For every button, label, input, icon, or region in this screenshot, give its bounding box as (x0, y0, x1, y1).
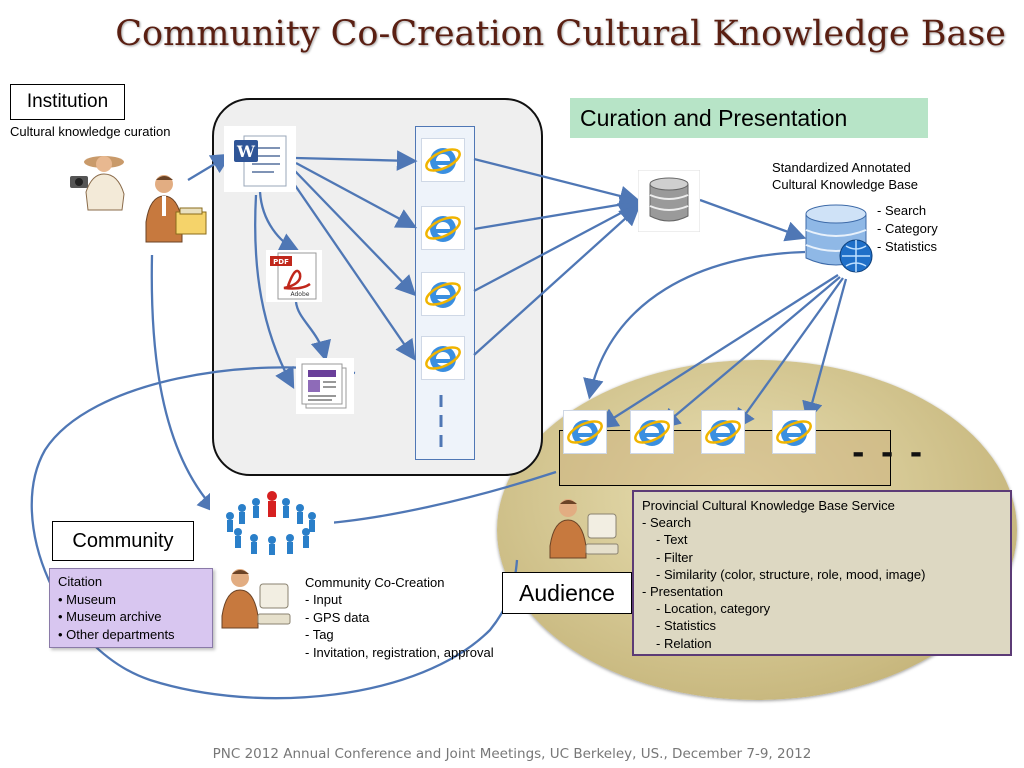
cocreation-item-invitation: - Invitation, registration, approval (305, 644, 494, 660)
svg-text:W: W (236, 142, 256, 161)
photographer-person-icon (70, 156, 125, 211)
globe-database-icon (805, 204, 873, 273)
citation-item-museum: • Museum (58, 591, 117, 607)
internet-explorer-icon (630, 410, 674, 454)
citation-title: Citation (58, 574, 103, 589)
person-at-computer-icon (221, 569, 291, 629)
person-at-computer-icon (549, 499, 619, 559)
cocreation-item-gps: - GPS data (305, 609, 370, 625)
service-line-search: - Search (642, 515, 692, 531)
arrow-institution-to-community (150, 254, 219, 514)
service-line-location: - Location, category (656, 601, 771, 617)
service-line-text: - Text (656, 532, 688, 548)
internet-explorer-icon (563, 410, 607, 454)
audience-label: Audience (502, 572, 632, 614)
service-line-statistics: - Statistics (656, 618, 716, 634)
internet-explorer-icon (421, 272, 465, 316)
service-title: Provincial Cultural Knowledge Base Servi… (642, 498, 895, 513)
service-description-box: Provincial Cultural Knowledge Base Servi… (632, 490, 1012, 656)
knowledge-base-label-line2: Cultural Knowledge Base (772, 177, 918, 192)
word-document-icon: W (224, 126, 296, 192)
service-line-presentation: - Presentation (642, 584, 723, 600)
page-title: Community Co-Creation Cultural Knowledge… (115, 14, 1006, 54)
service-line-relation: - Relation (656, 635, 712, 651)
institution-subtitle: Cultural knowledge curation (10, 124, 171, 139)
feature-category: - Category (877, 221, 938, 236)
svg-text:PDF: PDF (273, 258, 289, 266)
svg-text:Adobe: Adobe (291, 291, 310, 298)
cocreation-title: Community Co-Creation (305, 575, 445, 590)
database-icon (638, 170, 700, 232)
more-portals-dashes: - - - (852, 436, 926, 471)
institution-label: Institution (10, 84, 125, 120)
feature-statistics: - Statistics (877, 239, 937, 254)
service-line-similarity: - Similarity (color, structure, role, mo… (656, 566, 926, 582)
internet-explorer-icon (701, 410, 745, 454)
community-label: Community (52, 521, 194, 561)
knowledge-base-label: Standardized Annotated Cultural Knowledg… (772, 159, 918, 193)
arrow-institution-to-doc (187, 153, 232, 181)
citation-item-departments: • Other departments (58, 626, 175, 642)
feature-search: - Search (877, 203, 927, 218)
citation-box: Citation • Museum • Museum archive • Oth… (49, 568, 213, 648)
service-line-filter: - Filter (656, 549, 693, 565)
cocreation-item-input: - Input (305, 592, 342, 608)
curator-person-icon (145, 175, 207, 243)
arrow-audience-to-community (311, 470, 557, 534)
community-cocreation-list: Community Co-Creation - Input - GPS data… (305, 574, 494, 661)
citation-item-archive: • Museum archive (58, 609, 162, 624)
arrow-kb-to-audience (583, 250, 806, 400)
people-crowd-icon (210, 486, 334, 556)
knowledge-base-features: - Search - Category - Statistics (877, 202, 938, 256)
pdf-document-icon: PDF Adobe (266, 250, 322, 302)
knowledge-base-label-line1: Standardized Annotated (772, 160, 911, 175)
internet-explorer-icon (772, 410, 816, 454)
newspaper-icon (296, 358, 354, 414)
internet-explorer-icon (421, 206, 465, 250)
internet-explorer-icon (421, 336, 465, 380)
community-loop (30, 366, 519, 700)
curation-presentation-label: Curation and Presentation (570, 98, 928, 138)
footer-text: PNC 2012 Annual Conference and Joint Mee… (212, 746, 812, 762)
cocreation-item-tag: - Tag (305, 627, 334, 643)
internet-explorer-icon (421, 138, 465, 182)
